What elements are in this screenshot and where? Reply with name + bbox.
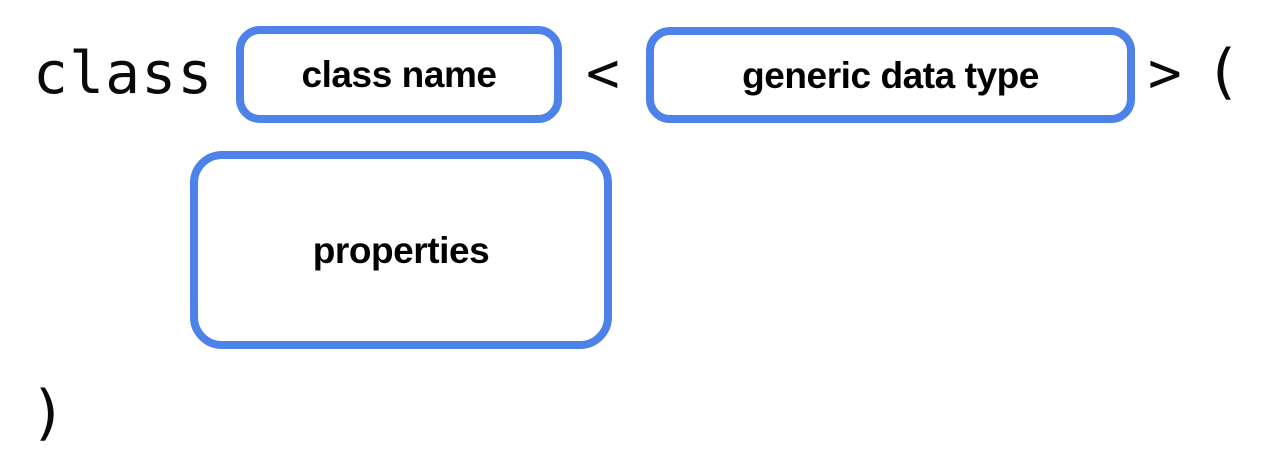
- slot-generic-data-type[interactable]: generic data type: [646, 27, 1135, 123]
- paren-open-token: (: [1205, 37, 1243, 107]
- slot-class-name[interactable]: class name: [236, 26, 562, 123]
- generic-close-angle-token: >: [1148, 41, 1183, 106]
- slot-properties[interactable]: properties: [190, 151, 612, 349]
- slot-generic-data-type-label: generic data type: [742, 54, 1039, 96]
- paren-close-token: ): [30, 378, 68, 448]
- slot-properties-label: properties: [312, 229, 490, 271]
- slot-class-name-label: class name: [301, 54, 497, 95]
- generic-open-angle-token: <: [586, 41, 621, 106]
- keyword-class-token: class: [33, 39, 214, 107]
